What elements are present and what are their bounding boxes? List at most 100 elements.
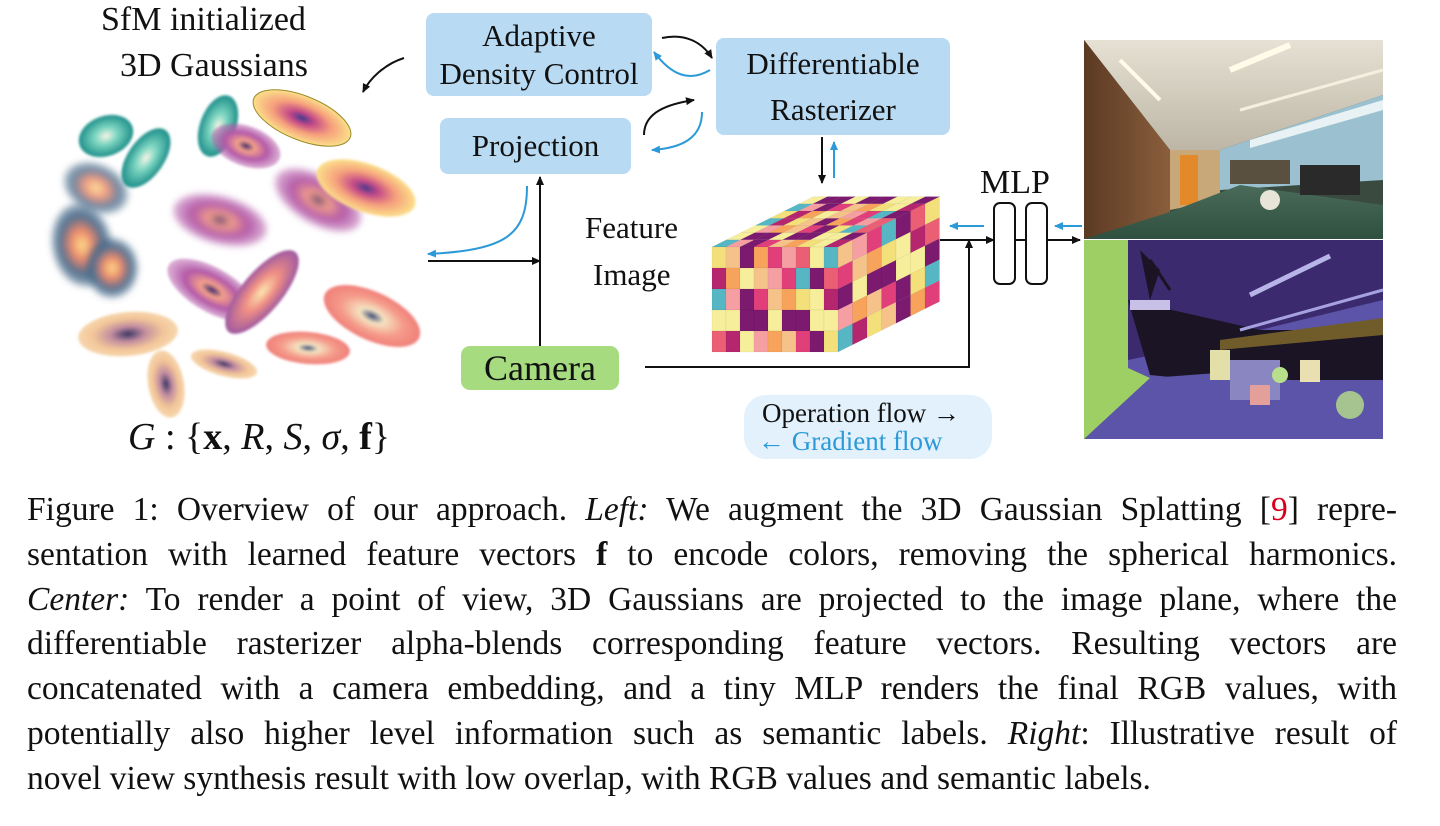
caption-left-text-end: ] repre-	[1287, 491, 1397, 528]
camera-box: Camera	[461, 346, 619, 390]
caption-right-label: Right	[1007, 714, 1081, 752]
formula-close: }	[371, 416, 391, 458]
feature-cell-top	[910, 196, 940, 205]
caption-line6-b: : Illustrative result of	[1080, 714, 1397, 752]
formula-f: f	[359, 416, 372, 458]
feature-cell-front	[711, 246, 727, 269]
figure-graphics	[51, 35, 1384, 439]
feature-image-cube	[711, 196, 940, 353]
formula-sep: ,	[340, 416, 360, 458]
feature-cell-front	[711, 309, 727, 332]
flow-legend: Operation flow → ← Gradient flow	[744, 395, 992, 459]
rasterizer-line1: Differentiable	[746, 45, 920, 81]
mlp-layer-1	[993, 202, 1016, 285]
caption-line6-a: potentially also higher level informatio…	[27, 714, 1008, 752]
formula-R: R	[241, 416, 265, 458]
feature-cell-front	[781, 309, 797, 332]
feature-cell-front	[823, 288, 839, 311]
formula-sigma: σ	[321, 416, 341, 458]
feature-cell-front	[767, 246, 783, 269]
overview-figure: SfM initialized 3D Gaussians G : {x, R, …	[51, 1, 1384, 459]
legend-gradient-flow: ← Gradient flow	[758, 426, 943, 456]
feature-cell-front	[823, 309, 839, 332]
feature-cell-front	[725, 288, 741, 311]
mlp-label: MLP	[980, 164, 1050, 201]
density-to-rasterizer-arrow	[661, 35, 713, 59]
feature-cell-front	[795, 288, 811, 311]
feature-cell-front	[739, 330, 755, 353]
feature-cell-front	[795, 330, 811, 353]
feature-cell-front	[711, 330, 727, 353]
projection-label: Projection	[471, 128, 600, 163]
caption-line2-b: to encode colors, removing the spherical…	[607, 535, 1397, 573]
projection-to-rasterizer-arrow	[643, 97, 695, 136]
figure-caption: Figure 1: Overview of our approach. Left…	[27, 488, 1397, 802]
caption-line-1: Figure 1: Overview of our approach. Left…	[27, 488, 1397, 533]
caption-line-4: differentiable rasterizer alpha-blends c…	[27, 625, 1397, 663]
feature-cell-front	[781, 330, 797, 353]
feature-cell-front	[809, 330, 825, 353]
caption-feature-symbol: f	[596, 535, 608, 573]
feature-cell-front	[753, 330, 769, 353]
feature-image-line2: Image	[593, 257, 671, 292]
feature-cell-front	[711, 288, 727, 311]
camera-label: Camera	[484, 348, 596, 388]
feature-cell-front	[753, 246, 769, 269]
gradient-to-gaussians-arrow	[427, 185, 528, 258]
feature-image-line1: Feature	[585, 210, 678, 245]
feature-cell-front	[725, 246, 741, 269]
adaptive-density-line2: Density Control	[439, 55, 639, 91]
feature-cell-front	[781, 246, 797, 269]
caption-figure-label: Figure 1:	[27, 491, 159, 528]
feature-cell-front	[725, 309, 741, 332]
caption-left-label: Left:	[585, 491, 649, 528]
feature-cell-front	[725, 267, 741, 290]
feature-cell-side	[924, 280, 940, 310]
feature-cell-front	[823, 267, 839, 290]
feature-cell-front	[753, 267, 769, 290]
mlp-layer-2	[1025, 202, 1048, 285]
formula-S: S	[283, 416, 303, 458]
feature-cell-front	[711, 267, 727, 290]
formula-open: : {	[155, 416, 204, 458]
formula-sep: ,	[222, 416, 242, 458]
caption-line-5: concatenated with a camera embedding, an…	[27, 670, 1397, 708]
feature-cell-front	[809, 267, 825, 290]
caption-line2-a: sentation with learned feature vectors	[27, 535, 597, 573]
adaptive-density-line1: Adaptive	[482, 17, 596, 53]
feature-cell-front	[795, 246, 811, 269]
feature-cell-front	[739, 246, 755, 269]
rasterizer-to-density-gradient	[653, 51, 711, 77]
semantic-render-image	[1084, 240, 1384, 439]
feature-cell-front	[739, 309, 755, 332]
caption-line-2: sentation with learned feature vectors f…	[27, 533, 1397, 578]
gaussians-label-line2: 3D Gaussians	[120, 47, 308, 84]
feature-cell-front	[753, 309, 769, 332]
caption-left-text: We augment the 3D Gaussian Splatting [	[666, 491, 1271, 528]
feature-cell-front	[823, 246, 839, 269]
caption-line-7: novel view synthesis result with low ove…	[27, 759, 1151, 797]
citation-link[interactable]: 9	[1270, 491, 1288, 528]
feature-cell-front	[823, 330, 839, 353]
feature-cell-front	[767, 267, 783, 290]
formula-sep: ,	[264, 416, 284, 458]
feature-cell-front	[739, 267, 755, 290]
formula-G: G	[128, 416, 156, 458]
feature-cell-front	[795, 309, 811, 332]
label-arrow	[362, 57, 405, 93]
formula-x: x	[203, 416, 223, 458]
projection-box: Projection	[440, 118, 631, 174]
caption-line-3: Center: To render a point of view, 3D Ga…	[27, 578, 1397, 623]
feature-cell-front	[725, 330, 741, 353]
feature-cell-front	[753, 288, 769, 311]
feature-cell-front	[809, 246, 825, 269]
rasterizer-line2: Rasterizer	[770, 91, 896, 127]
feature-cell-front	[739, 288, 755, 311]
caption-line-6: potentially also higher level informatio…	[27, 712, 1397, 757]
caption-overview: Overview of our approach.	[176, 491, 568, 528]
feature-cell-front	[809, 288, 825, 311]
feature-cell-front	[781, 267, 797, 290]
feature-cell-front	[781, 288, 797, 311]
